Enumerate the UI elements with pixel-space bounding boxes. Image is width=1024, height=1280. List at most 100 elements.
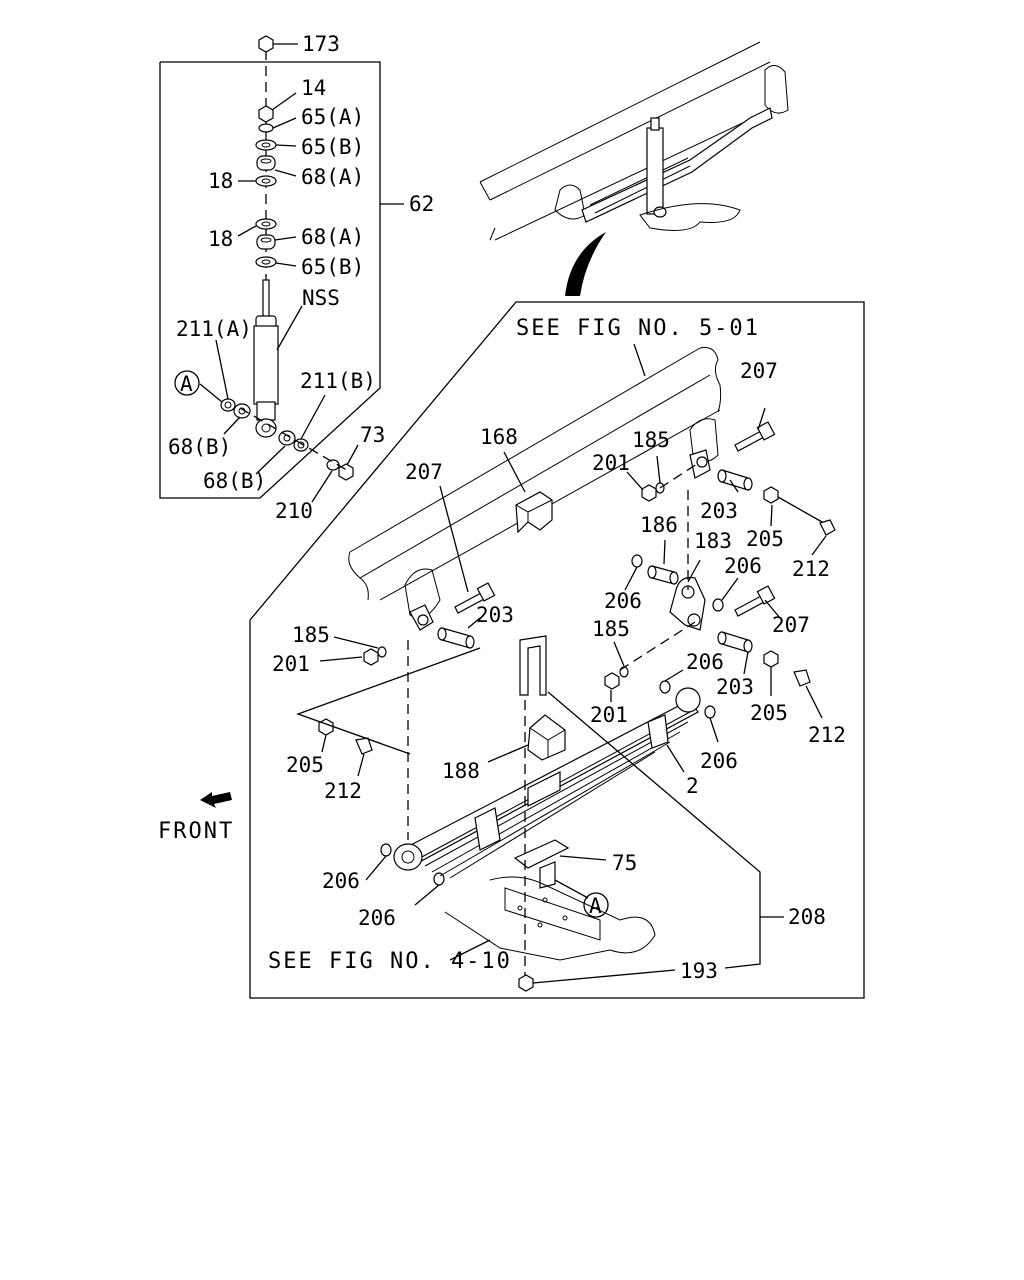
callout-62: 62 (409, 192, 434, 216)
reference-circle-a-1 (174, 370, 200, 396)
callout-186: 186 (640, 513, 678, 537)
hanger-rear-bracket (689, 449, 711, 479)
nut-201-left (363, 648, 379, 666)
callout-68a-2: 68(A) (301, 225, 364, 249)
washer-206-r2 (712, 598, 724, 612)
callout-18-1: 18 (208, 169, 233, 193)
callout-75: 75 (612, 851, 637, 875)
spring-seat-75 (513, 839, 570, 889)
bushing-186 (647, 565, 679, 585)
bushing-203-top (717, 469, 753, 491)
shock-lower-axis (239, 407, 351, 473)
washer-206-l1 (380, 843, 392, 857)
fitting-212-top (819, 519, 836, 536)
nut-14 (258, 105, 274, 123)
washer-211a (220, 398, 236, 412)
fitting-212-left (355, 737, 373, 755)
washer-185-left (377, 646, 387, 658)
washer-206-r3 (659, 680, 671, 694)
bracket-168 (515, 491, 553, 534)
callout-206-l2: 206 (358, 906, 396, 930)
callout-173: 173 (302, 32, 340, 56)
callout-18-2: 18 (208, 227, 233, 251)
fitting-205-left (318, 718, 334, 736)
callout-68b-1: 68(B) (168, 435, 231, 459)
nut-173 (258, 35, 274, 53)
shackle-183 (669, 576, 706, 631)
bolt-207-top (734, 421, 776, 452)
callout-65a-1: 65(A) (301, 105, 364, 129)
callout-2: 2 (686, 774, 699, 798)
callout-207-r2: 207 (772, 613, 810, 637)
callout-65b-2: 65(B) (301, 255, 364, 279)
callout-185-r2: 185 (592, 617, 630, 641)
callout-205-r1: 205 (746, 527, 784, 551)
callout-188: 188 (442, 759, 480, 783)
callout-14: 14 (301, 76, 326, 100)
fitting-205-right (763, 650, 779, 668)
front-direction-indicator: FRONT (158, 792, 234, 844)
callout-210: 210 (275, 499, 313, 523)
callout-207-mid: 207 (405, 460, 443, 484)
callout-185-l: 185 (292, 623, 330, 647)
reference-note-axle-text: SEE FIG NO. 4-10 (268, 949, 512, 974)
washer-65b-1 (255, 139, 277, 151)
callout-206-r3: 206 (686, 650, 724, 674)
reference-circle-a-2 (583, 892, 609, 918)
callout-68a-1: 68(A) (301, 165, 364, 189)
callout-212-l: 212 (324, 779, 362, 803)
washer-206-r1 (631, 554, 643, 568)
callout-211b: 211(B) (300, 369, 376, 393)
callout-193: 193 (680, 959, 718, 983)
callout-205-l: 205 (286, 753, 324, 777)
callout-a-1: A (180, 372, 193, 396)
callout-206-l1: 206 (322, 869, 360, 893)
callout-201-r1: 201 (592, 451, 630, 475)
washer-65a-1 (258, 123, 274, 133)
callout-203-r2: 203 (716, 675, 754, 699)
callout-206-r1: 206 (724, 554, 762, 578)
overview-sketch (479, 41, 789, 296)
washer-206-r4 (704, 705, 716, 719)
leaf-spring-2 (393, 687, 701, 879)
alignment-line-shackle (619, 621, 696, 671)
bushing-203-left (437, 627, 475, 649)
callout-185-r1: 185 (632, 428, 670, 452)
callout-206-r4: 206 (700, 749, 738, 773)
callout-208: 208 (788, 905, 826, 929)
callout-212-r1: 212 (792, 557, 830, 581)
bump-stopper-188 (527, 714, 566, 761)
callout-205-r2: 205 (750, 701, 788, 725)
callout-211a: 211(A) (176, 317, 252, 341)
callout-201-l: 201 (272, 652, 310, 676)
u-bolt-208 (519, 635, 547, 696)
bushing-68b-right (278, 430, 296, 446)
fitting-205-top (763, 486, 779, 504)
hanger-front-bracket (409, 604, 434, 631)
callout-203-l: 203 (476, 603, 514, 627)
bolt-207-mid (454, 582, 496, 614)
callout-183: 183 (694, 529, 732, 553)
shock-absorber-body (253, 279, 279, 438)
main-assembly-panel: SEE FIG NO. 5-01 SEE FIG NO. 4-10 168 20… (249, 301, 865, 999)
callout-73: 73 (360, 423, 385, 447)
reference-note-axle: SEE FIG NO. 4-10 (268, 949, 512, 974)
front-label: FRONT (158, 819, 234, 844)
reference-note-frame: SEE FIG NO. 5-01 (516, 316, 760, 341)
axle-housing (444, 876, 656, 961)
bushing-68a-1 (256, 155, 276, 171)
shock-absorber-group: 173 14 65(A) 65(B) 68(A) 18 62 18 68(A) … (159, 32, 434, 523)
washer-18-1 (255, 175, 277, 187)
bolt-207-right (734, 585, 776, 617)
main-panel-frame (249, 301, 865, 999)
overview-pointer-arrow (565, 232, 606, 296)
front-arrow-icon (200, 792, 232, 808)
callout-168: 168 (480, 425, 518, 449)
callout-201-r2: 201 (590, 703, 628, 727)
bushing-68b-left (233, 403, 251, 419)
callout-207-top: 207 (740, 359, 778, 383)
washer-18-2 (255, 218, 277, 230)
reference-note-frame-text: SEE FIG NO. 5-01 (516, 316, 760, 341)
callout-65b-1: 65(B) (301, 135, 364, 159)
